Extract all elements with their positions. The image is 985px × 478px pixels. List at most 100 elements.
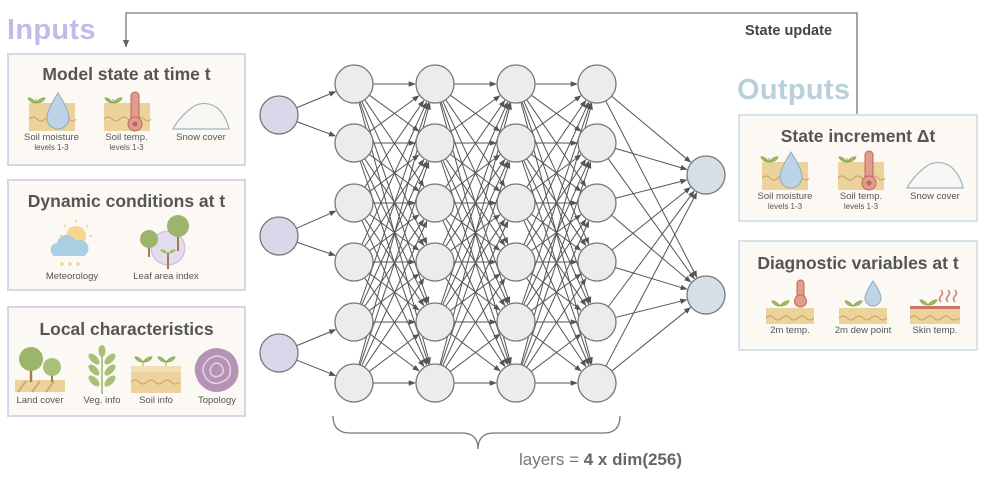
network-edge <box>296 210 337 229</box>
network-edge <box>296 91 337 109</box>
soil-thermometer-icon <box>103 91 151 132</box>
network-edge <box>369 95 420 133</box>
layers-label-value: 4 x dim(256) <box>583 450 682 469</box>
network-edge <box>442 220 509 366</box>
hidden-node <box>577 123 617 163</box>
soil-temp-output-item: Soil temp. levels 1-3 <box>828 150 894 211</box>
soil-sprouts-icon <box>130 356 181 393</box>
network-edge <box>611 95 692 163</box>
item-label: 2m temp. <box>770 325 810 336</box>
veg-info-item: Veg. info <box>77 344 127 406</box>
network-edge <box>611 187 691 251</box>
hidden-node <box>577 242 617 282</box>
hidden-node <box>334 363 374 403</box>
item-label: 2m dew point <box>834 325 892 336</box>
item-sublabel: levels 1-3 <box>843 202 879 211</box>
input-node <box>259 216 299 256</box>
item-label: Skin temp. <box>912 325 958 336</box>
network-edge <box>523 101 590 245</box>
hidden-node <box>415 183 455 223</box>
hidden-node <box>577 64 617 104</box>
network-edge <box>530 333 582 372</box>
soil-moisture-item: Soil moisture levels 1-3 <box>19 91 84 152</box>
network-edge <box>449 273 501 312</box>
output-node <box>686 275 726 315</box>
network-edge <box>361 220 428 366</box>
outputs-heading: Outputs <box>737 74 851 106</box>
item-label: Snow cover <box>176 132 226 143</box>
network-edge <box>368 273 420 312</box>
diagnostic-variables-title: Diagnostic variables at t <box>757 253 959 273</box>
soil-temp-item: Soil temp. levels 1-3 <box>94 91 159 152</box>
leaf-branch-icon <box>88 345 116 394</box>
network-edge <box>615 267 688 291</box>
soil-moisture-icon <box>26 92 76 131</box>
land-cover-trees-icon <box>15 347 65 393</box>
network-edge <box>605 192 698 367</box>
soil-info-item: Soil info <box>126 344 186 406</box>
network-edge <box>531 95 582 133</box>
state-update-feedback-arrow <box>122 12 858 114</box>
item-label: Veg. info <box>83 395 121 406</box>
inputs-heading: Inputs <box>7 14 96 46</box>
network-edge <box>607 190 695 308</box>
item-label: Meteorology <box>45 271 99 282</box>
snow-pile-icon <box>172 102 230 130</box>
topology-item: Topology <box>189 344 245 406</box>
state-update-label: State update <box>745 23 833 39</box>
soil-thermometer-icon <box>837 150 886 191</box>
hidden-node <box>415 363 455 403</box>
item-sublabel: levels 1-3 <box>109 143 144 152</box>
local-characteristics-title: Local characteristics <box>39 319 214 339</box>
network-edge <box>361 101 428 245</box>
diagnostic-variables-box: Diagnostic variables at t 2m temp. 2m de… <box>738 240 978 351</box>
2m-dew-point-item: 2m dew point <box>828 278 898 336</box>
item-label: Leaf area index <box>133 271 199 282</box>
network-edge <box>615 147 688 171</box>
hidden-node <box>415 123 455 163</box>
model-state-box: Model state at time t Soil moisture leve… <box>7 53 246 166</box>
hidden-node <box>496 123 536 163</box>
hidden-node <box>415 302 455 342</box>
state-increment-box: State increment Δt Soil moisture levels … <box>738 114 978 222</box>
sun-cloud-rain-icon <box>50 220 92 266</box>
input-node <box>259 333 299 373</box>
hidden-node <box>415 64 455 104</box>
network-edge <box>615 298 688 318</box>
network-edge <box>530 273 582 312</box>
snow-cover-output-item: Snow cover <box>900 150 970 202</box>
hidden-layers-brace <box>332 415 621 450</box>
hidden-node <box>577 183 617 223</box>
layers-annotation: layers = 4 x dim(256) <box>519 450 682 470</box>
network-edge <box>364 99 425 188</box>
network-edge <box>445 99 506 188</box>
snow-cover-item: Snow cover <box>166 91 236 143</box>
network-edge <box>526 278 587 368</box>
item-label: Soil moisture <box>757 191 813 202</box>
network-edge <box>296 241 336 257</box>
layers-label-prefix: layers = <box>519 450 584 469</box>
skin-temp-item: Skin temp. <box>902 278 968 336</box>
network-edge <box>442 101 509 245</box>
hidden-node <box>496 242 536 282</box>
item-sublabel: levels 1-3 <box>767 202 803 211</box>
dynamic-conditions-box: Dynamic conditions at t Meteorology Leaf… <box>7 179 246 291</box>
hidden-node <box>577 302 617 342</box>
item-label: Soil moisture <box>24 132 79 143</box>
network-edge <box>523 220 590 366</box>
network-edge <box>296 121 336 137</box>
hidden-node <box>496 64 536 104</box>
model-state-title: Model state at time t <box>42 64 211 84</box>
hidden-node <box>496 302 536 342</box>
hidden-node <box>334 302 374 342</box>
leaf-area-index-item: Leaf area index <box>121 211 211 282</box>
item-label: Soil temp. <box>839 191 883 202</box>
network-edge <box>615 178 688 199</box>
network-edge <box>368 333 420 372</box>
item-label: Soil temp. <box>105 132 148 143</box>
item-label: Topology <box>197 395 237 406</box>
hidden-node <box>577 363 617 403</box>
input-node <box>259 95 299 135</box>
item-sublabel: levels 1-3 <box>34 143 69 152</box>
